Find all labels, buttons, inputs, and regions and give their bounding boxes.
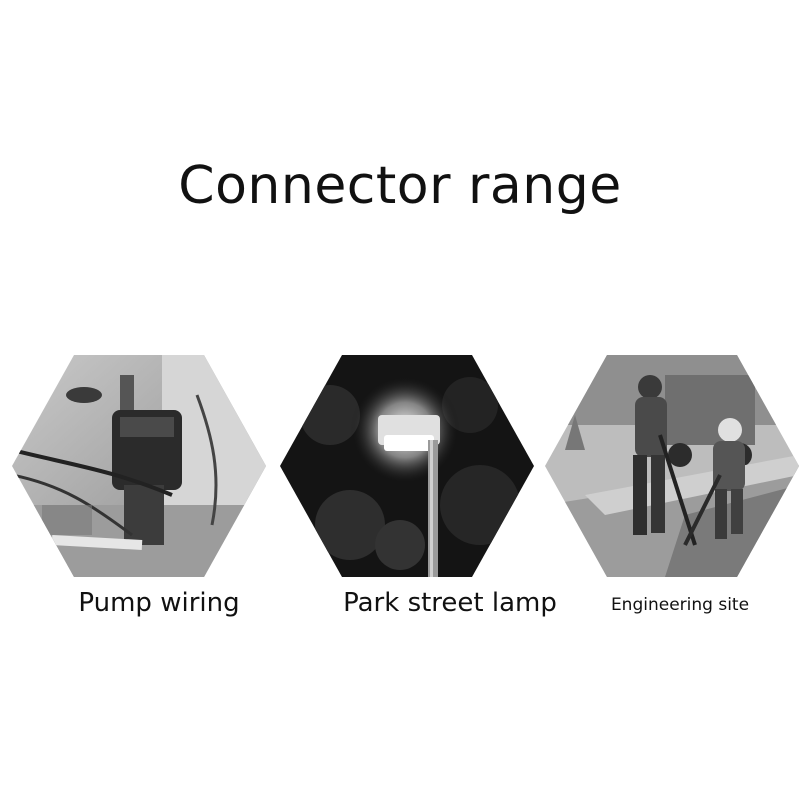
page-title: Connector range [178, 156, 622, 216]
street-lamp-image [280, 355, 534, 577]
pump-photo [12, 355, 266, 577]
street-lamp-photo [280, 355, 534, 577]
pump-wiring-image [12, 355, 266, 577]
engineering-site-image [545, 355, 799, 577]
caption-engineering-site: Engineering site [610, 595, 750, 615]
construction-workers-photo [545, 355, 799, 577]
caption-park-street-lamp: Park street lamp [343, 588, 557, 618]
caption-pump-wiring: Pump wiring [78, 588, 240, 618]
